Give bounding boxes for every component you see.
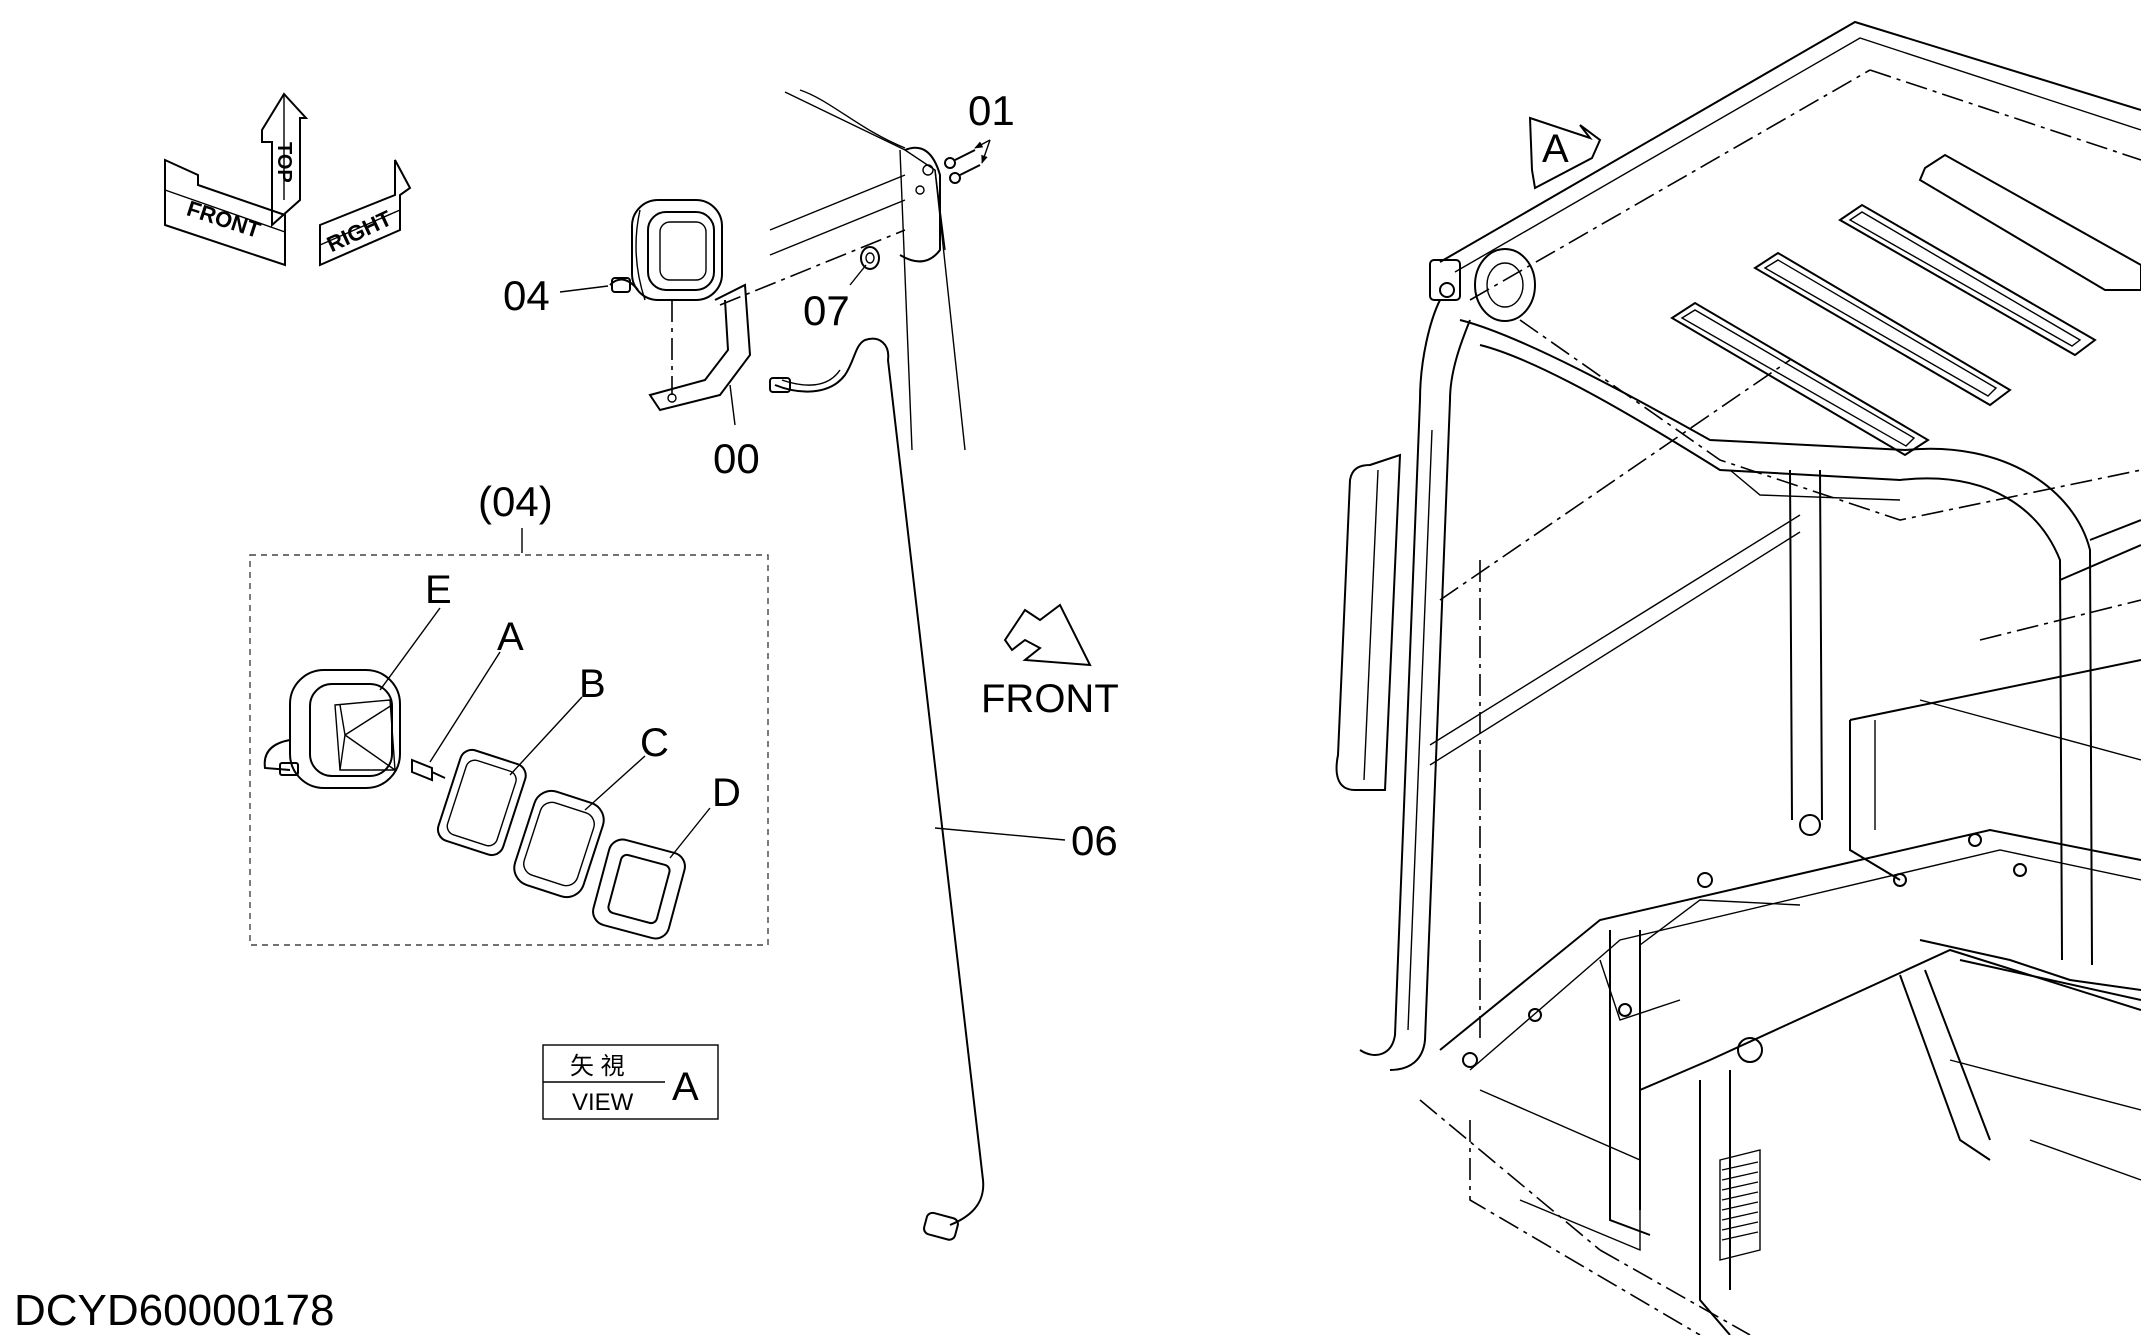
vent-grill (1721, 1161, 1759, 1241)
view-a-box: 矢 視 VIEW A (542, 1044, 719, 1120)
view-letter: A (672, 1065, 699, 1109)
orientation-right-label: RIGHT (323, 205, 396, 257)
view-a-marker: A (1528, 116, 1602, 190)
part-label-04: 04 (503, 272, 550, 319)
detail-label-e: E (425, 568, 452, 612)
part-label-00: 00 (713, 435, 760, 482)
view-a-marker-label: A (1542, 127, 1569, 171)
view-label: VIEW (572, 1089, 634, 1116)
view-kanji-label: 矢 視 (570, 1053, 625, 1080)
detail-title: (04) (478, 478, 553, 525)
work-light-assembly (609, 149, 985, 1241)
part-label-06: 06 (1071, 817, 1118, 864)
part-label-01: 01 (968, 87, 1015, 134)
detail-label-b: B (579, 662, 606, 706)
cab-pillar-fragment (769, 89, 966, 451)
front-arrow-label: FRONT (981, 677, 1119, 721)
orientation-top-label: TOP (273, 142, 295, 183)
detail-label-c: C (640, 721, 669, 765)
drawing-code: DCYD60000178 (14, 1286, 334, 1335)
front-direction-arrow: FRONT (981, 603, 1119, 721)
detail-label-a: A (497, 615, 524, 659)
detail-box (249, 554, 769, 946)
cab-frame-view (1335, 20, 2141, 1335)
lamp-exploded-detail (263, 669, 686, 940)
orientation-icon: FRONT TOP RIGHT (164, 92, 412, 267)
detail-label-d: D (712, 771, 741, 815)
roof-slots (1670, 153, 2141, 457)
detail-leaders (379, 607, 711, 859)
leader-lines (521, 139, 1066, 841)
part-label-07: 07 (803, 287, 850, 334)
